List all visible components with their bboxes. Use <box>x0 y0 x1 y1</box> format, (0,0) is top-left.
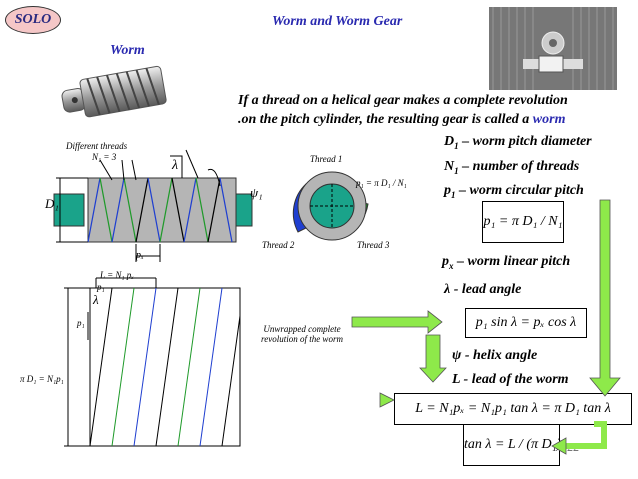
tan-lambda-formula: tan λ = L / (π D₁) <box>463 424 561 466</box>
thread2-label: Thread 2 <box>262 240 295 250</box>
green-arrow-icon <box>589 199 621 397</box>
intro-line-2: .on the pitch cylinder, the resulting ge… <box>238 110 618 129</box>
intro-paragraph: If a thread on a helical gear makes a co… <box>238 91 618 129</box>
unwrapped-diagram <box>64 277 241 447</box>
n1-eq-3-label: N₁ = 3 <box>92 152 117 162</box>
def-n1: N1 – number of threads <box>444 159 580 176</box>
pi-d1-label: π D₁ = N₁p₁ <box>20 374 64 384</box>
thread3-label: Thread 3 <box>357 240 390 250</box>
def-d1: D1 – worm pitch diameter <box>444 134 592 151</box>
worm-gear-photo-icon <box>489 7 617 90</box>
worm-thread-diagram <box>53 149 253 262</box>
def-psi: ψ - helix angle <box>452 348 538 363</box>
pitch-eq-label: p₁ = π D₁ / N₁ <box>356 178 407 188</box>
def-lambda: λ - lead angle <box>444 282 522 297</box>
worm-label: Worm <box>110 43 145 58</box>
psi1-label: ψ₁ <box>250 185 263 200</box>
lead-angle-formula: p₁ sin λ = pₓ cos λ <box>465 308 587 338</box>
p1-top-label: p₁ <box>97 282 105 292</box>
circular-pitch-formula: p₁ = π D₁ / N₁ <box>482 201 564 243</box>
def-lead: L - lead of the worm <box>452 372 569 387</box>
intro-line-2-text: .on the pitch cylinder, the resulting ge… <box>238 112 533 127</box>
slide-title: Worm and Worm Gear <box>272 14 403 29</box>
worm-keyword: worm <box>532 112 566 127</box>
px-label: pₓ <box>136 250 144 261</box>
lead-formula: L = N₁pₓ = N₁p₁ tan λ = π D₁ tan λ <box>394 393 632 425</box>
green-arrow-icon <box>351 310 443 334</box>
thread1-label: Thread 1 <box>310 154 343 164</box>
d1-label: D₁ <box>45 196 59 211</box>
green-arrow-icon <box>419 334 447 383</box>
unwrapped-lambda-label: λ <box>93 292 99 307</box>
solo-badge: SOLO <box>5 6 61 34</box>
unwrapped-caption: Unwrapped complete revolution of the wor… <box>261 324 343 344</box>
def-p1: p1 – worm circular pitch <box>444 183 584 200</box>
cross-section-diagram <box>292 171 369 241</box>
p1-side-label: p₁ <box>77 318 85 328</box>
intro-line-1: If a thread on a helical gear makes a co… <box>238 93 568 108</box>
green-arrow-icon <box>379 392 395 408</box>
different-threads-label: Different threads <box>66 141 128 151</box>
green-arrow-icon <box>551 437 567 455</box>
worm-photo-icon <box>61 65 167 118</box>
lead-top-label: L = N₁ pₓ <box>100 270 134 280</box>
lambda-label: λ <box>172 158 179 173</box>
def-px: px – worm linear pitch <box>442 254 571 271</box>
